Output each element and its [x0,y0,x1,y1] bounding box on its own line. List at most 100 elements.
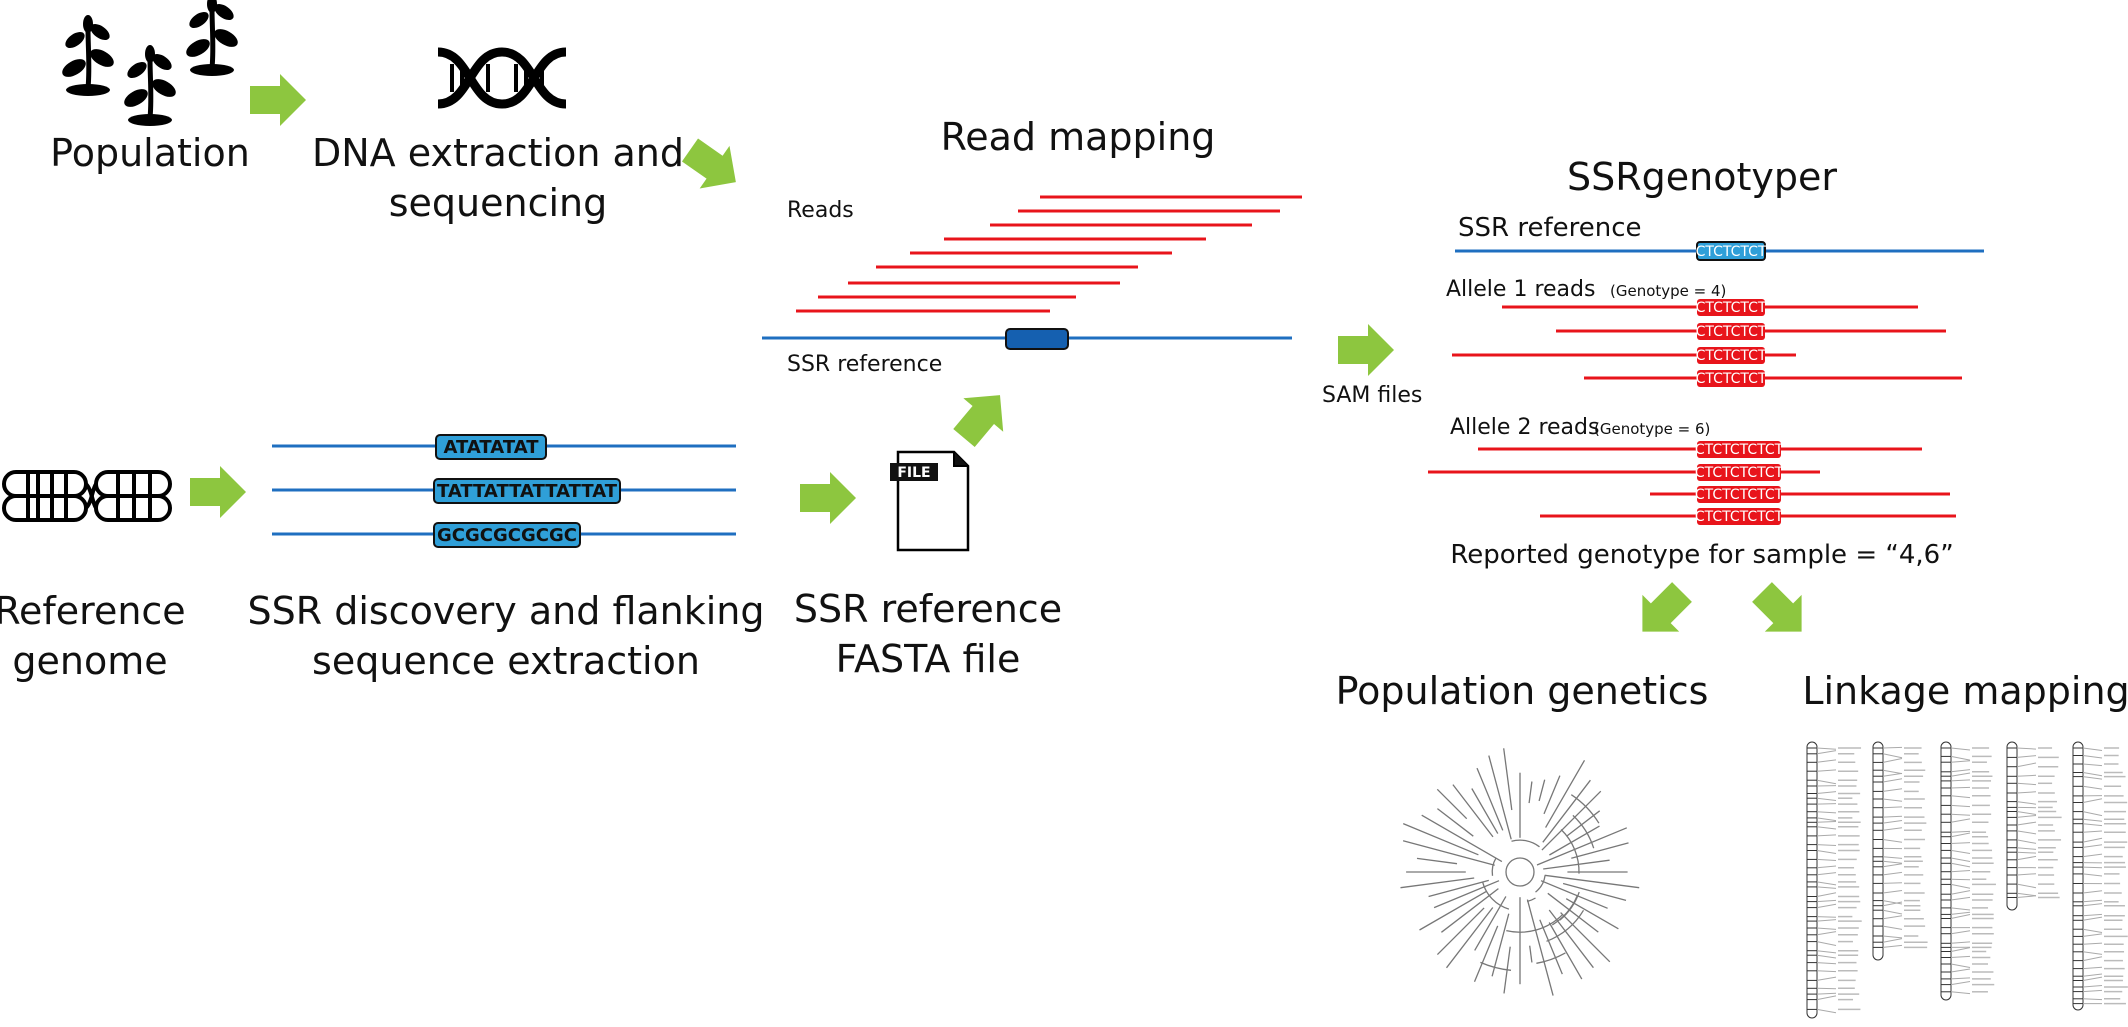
allele1-genotype-label: (Genotype = 4) [1610,282,1726,300]
marker-connector [1817,822,1836,823]
tree-branch [1546,760,1585,827]
mapping-ssr-box [1006,329,1068,349]
marker-connector [1817,963,1836,964]
marker-connector [1817,996,1836,1000]
reference-genome-label-line2: genome [12,639,167,683]
marker-connector [1883,779,1902,782]
marker-connector [2083,934,2102,937]
marker-connector [2017,783,2036,784]
marker-connector [1817,827,1836,829]
marker-connector [1817,887,1836,889]
marker-connector [2083,999,2102,1000]
mapped-reads [796,197,1302,311]
marker-connector [1951,912,1970,914]
linkage-group [1873,742,1883,960]
marker-connector [2083,854,2102,857]
tree-branch [1563,884,1626,901]
marker-connector [1951,761,1970,763]
marker-connector [2017,874,2036,875]
marker-connector [1951,858,1970,862]
marker-connector [1817,882,1836,885]
marker-connector [2083,952,2102,955]
arrow-mapping-to-genotyper [1338,324,1394,376]
arrow-to-population-genetics [1624,574,1700,650]
marker-connector [1817,835,1836,836]
marker-connector [2017,848,2036,850]
marker-connector [2017,896,2036,898]
arrow-to-linkage-mapping [1744,574,1820,650]
marker-connector [2083,838,2102,842]
marker-connector [1883,754,1902,758]
marker-connector [2083,986,2102,988]
marker-connector [1883,770,1902,773]
population-genetics-label: Population genetics [1336,669,1709,713]
allele1-motif-text: CTCTCTCT [1696,371,1767,387]
allele2-reads: CTCTCTCTCT CTCTCTCTCT CTCTCTCTCT CTCTCTC… [1428,441,1956,525]
marker-connector [1817,900,1836,901]
marker-connector [1951,931,1970,934]
arrow-discovery-to-fasta [800,472,856,524]
read-mapping-title: Read mapping [941,115,1216,159]
allele1-motif-text: CTCTCTCT [1696,324,1767,340]
dna-extraction-label-line2: sequencing [389,181,608,225]
marker-connector [1883,864,1902,867]
marker-connector [1951,884,1970,888]
marker-connector [2083,824,2102,826]
ssr-discovery-label-line2: sequence extraction [312,639,700,683]
marker-connector [1817,917,1836,918]
sam-files-label: SAM files [1322,383,1422,408]
linkage-mapping-label: Linkage mapping [1802,669,2128,713]
marker-connector [1951,850,1970,853]
marker-connector [2083,756,2102,759]
marker-connector [2017,775,2036,776]
marker-connector [1817,751,1836,754]
file-icon: FILE [890,452,968,550]
marker-connector [1951,770,1970,772]
linkage-group [2073,742,2083,1010]
marker-connector [1951,942,1970,943]
tree-branch [1545,875,1640,887]
arrow-genome-to-discovery [190,466,246,518]
marker-connector [1951,982,1970,985]
marker-connector [2017,748,2036,749]
marker-connector [1817,780,1836,784]
marker-connector [1951,908,1970,910]
marker-connector [1951,992,1970,994]
tree-branch [1422,815,1502,861]
tree-arc [1527,898,1535,902]
marker-connector [1951,956,1970,957]
marker-connector [1817,873,1836,875]
marker-connector [1883,936,1902,938]
marker-connector [1817,993,1836,994]
marker-connector [1951,978,1970,979]
marker-connector [2017,840,2036,844]
marker-connector [2083,891,2102,893]
marker-connector [1817,818,1836,821]
tree-branch [1571,843,1628,858]
marker-connector [1817,851,1836,854]
tree-branch [1417,858,1457,863]
marker-connector [2083,967,2102,968]
allele2-genotype-label: (Genotype = 6) [1594,420,1710,438]
marker-connector [1951,897,1970,900]
marker-connector [1817,798,1836,800]
tree-branch [1543,860,1609,869]
marker-connector [1817,977,1836,980]
file-tag-text: FILE [897,465,930,481]
marker-connector [1817,770,1836,771]
marker-connector [2017,816,2036,818]
population-label: Population [50,131,250,175]
marker-connector [1883,939,1902,943]
marker-connector [1817,792,1836,794]
linkage-map-icon [1807,742,2128,1018]
marker-connector [1883,773,1902,776]
genotyper-ssr-reference-label: SSR reference [1458,213,1642,243]
marker-connector [1951,805,1970,806]
arrow-population-to-dna [250,74,306,126]
marker-connector [1883,759,1902,763]
marker-connector [1817,1009,1836,1012]
marker-connector [2017,802,2036,805]
tree-arc [1492,858,1496,876]
